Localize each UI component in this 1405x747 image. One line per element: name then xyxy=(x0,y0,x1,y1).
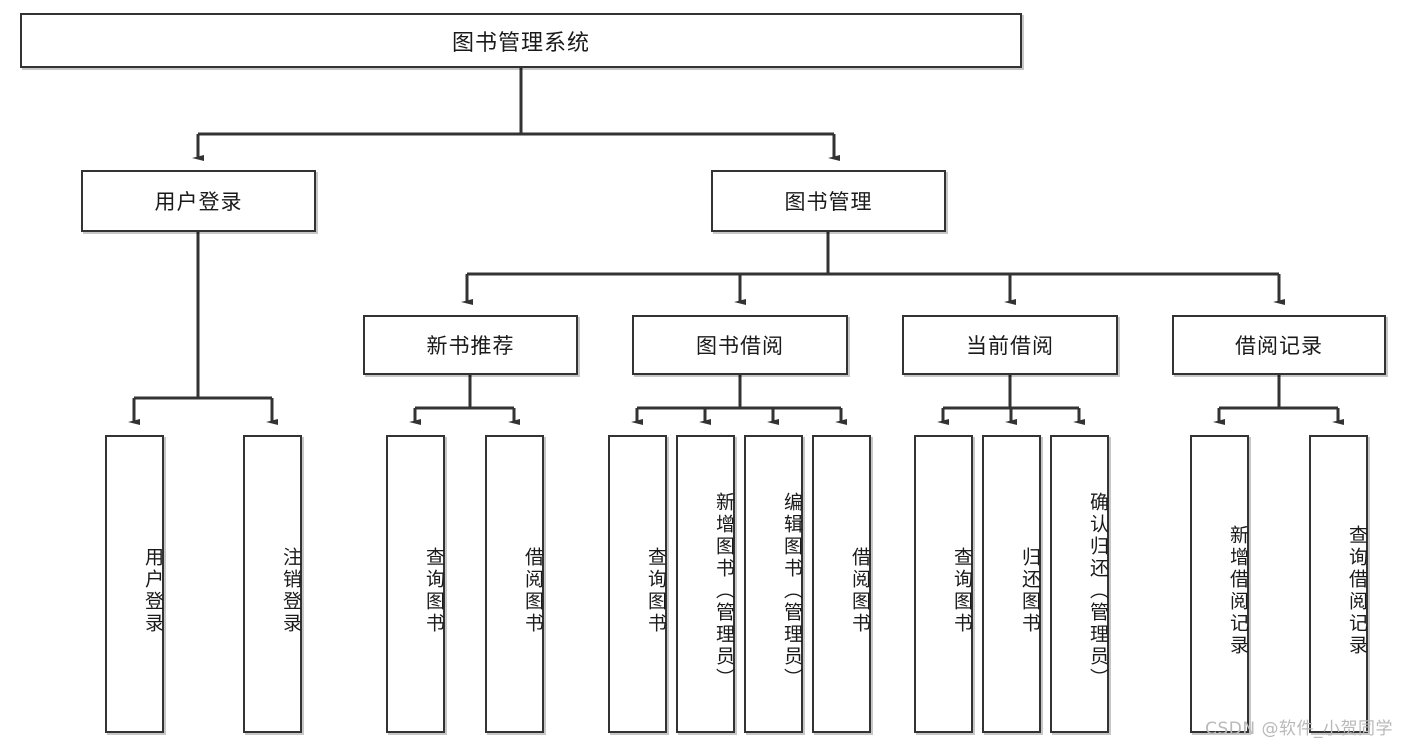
leaf-query-book-recommend[interactable]: 查询图书 xyxy=(386,435,445,733)
node-user-login[interactable]: 用户登录 xyxy=(81,170,316,232)
node-book-management[interactable]: 图书管理 xyxy=(711,170,946,232)
leaf-add-borrow-record[interactable]: 新增借阅记录 xyxy=(1190,435,1249,733)
node-root[interactable]: 图书管理系统 xyxy=(20,13,1022,68)
node-book-borrow[interactable]: 图书借阅 xyxy=(632,315,848,375)
leaf-edit-book-admin[interactable]: 编辑图书（管理员） xyxy=(744,435,803,733)
leaf-add-book-admin[interactable]: 新增图书（管理员） xyxy=(676,435,735,733)
leaf-borrow-book-recommend[interactable]: 借阅图书 xyxy=(485,435,544,733)
leaf-query-book-current[interactable]: 查询图书 xyxy=(914,435,973,733)
leaf-query-borrow-record[interactable]: 查询借阅记录 xyxy=(1309,435,1368,733)
leaf-borrow-book[interactable]: 借阅图书 xyxy=(812,435,871,733)
leaf-return-book[interactable]: 归还图书 xyxy=(982,435,1041,733)
node-current-borrow[interactable]: 当前借阅 xyxy=(902,315,1118,375)
leaf-user-login[interactable]: 用户登录 xyxy=(105,435,164,733)
leaf-logout[interactable]: 注销登录 xyxy=(243,435,302,733)
watermark: CSDN @软件_小贺同学 xyxy=(1205,719,1393,739)
node-new-book-recommend[interactable]: 新书推荐 xyxy=(363,315,578,375)
node-borrow-record[interactable]: 借阅记录 xyxy=(1172,315,1386,375)
leaf-query-book-borrow[interactable]: 查询图书 xyxy=(608,435,667,733)
leaf-confirm-return-admin[interactable]: 确认归还（管理员） xyxy=(1050,435,1109,733)
